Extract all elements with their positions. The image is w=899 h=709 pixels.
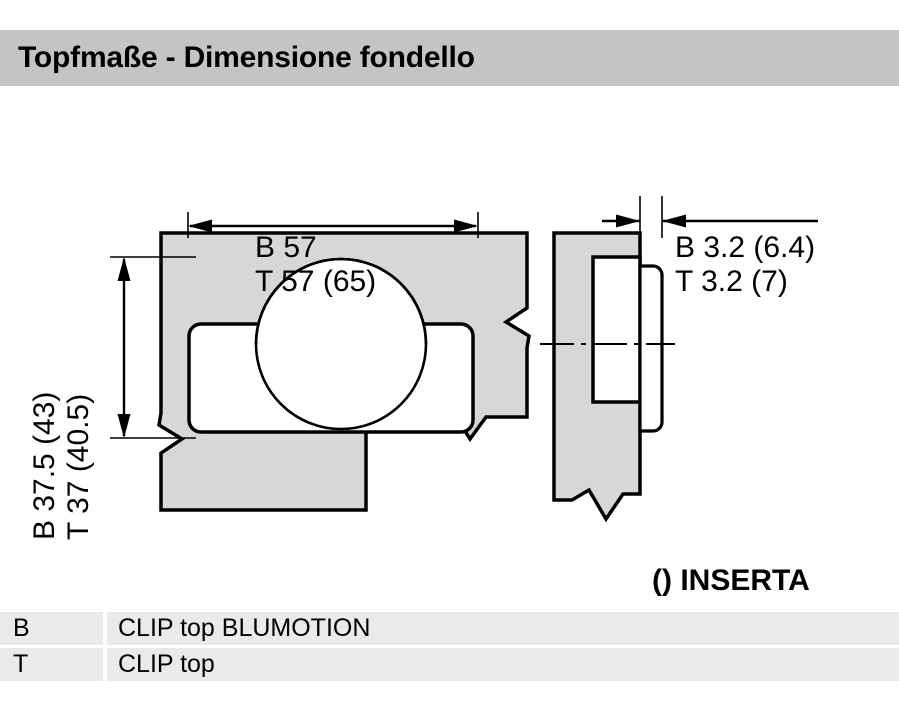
- legend-key: T: [0, 648, 103, 681]
- depth-arrow-left: [616, 214, 640, 228]
- depth-arrow-right: [662, 214, 686, 228]
- side-view-recess: [591, 255, 642, 404]
- legend-row: B CLIP top BLUMOTION: [0, 612, 899, 645]
- front-view-group: [157, 231, 531, 512]
- width-dimension-label-t: T 57 (65): [255, 265, 377, 298]
- height-arrow-bottom: [117, 414, 131, 438]
- width-dimension-label-b: B 57: [255, 231, 317, 264]
- height-dimension-label-b: B 37.5 (43): [28, 391, 61, 540]
- cup-bore-upper-arc: [254, 257, 428, 345]
- width-arrow-left: [188, 219, 212, 233]
- depth-dimension-label-t: T 3.2 (7): [675, 265, 788, 298]
- legend-value: CLIP top: [107, 648, 899, 681]
- height-arrow-top: [117, 257, 131, 281]
- width-arrow-right: [454, 219, 478, 233]
- header-band: [0, 30, 899, 86]
- depth-dimension-label-b: B 3.2 (6.4): [675, 231, 816, 264]
- inserta-note: () INSERTA: [652, 564, 810, 597]
- height-dimension: [110, 256, 196, 439]
- legend-key: B: [0, 612, 103, 645]
- side-view-thin-profile: [638, 264, 664, 433]
- width-dimension: [187, 212, 479, 238]
- depth-dimension: [602, 196, 818, 238]
- drawing-canvas: [110, 196, 818, 523]
- legend-row: T CLIP top: [0, 648, 899, 681]
- side-view-group: [540, 231, 675, 523]
- legend-table: B CLIP top BLUMOTION T CLIP top: [0, 612, 899, 684]
- height-dimension-label-t: T 37 (40.5): [62, 393, 95, 540]
- page-title: Topfmaße - Dimensione fondello: [18, 41, 475, 74]
- technical-drawing: B 57 T 57 (65) B 3.2 (6.4) T 3.2 (7) B 3…: [0, 86, 899, 598]
- legend-value: CLIP top BLUMOTION: [107, 612, 899, 645]
